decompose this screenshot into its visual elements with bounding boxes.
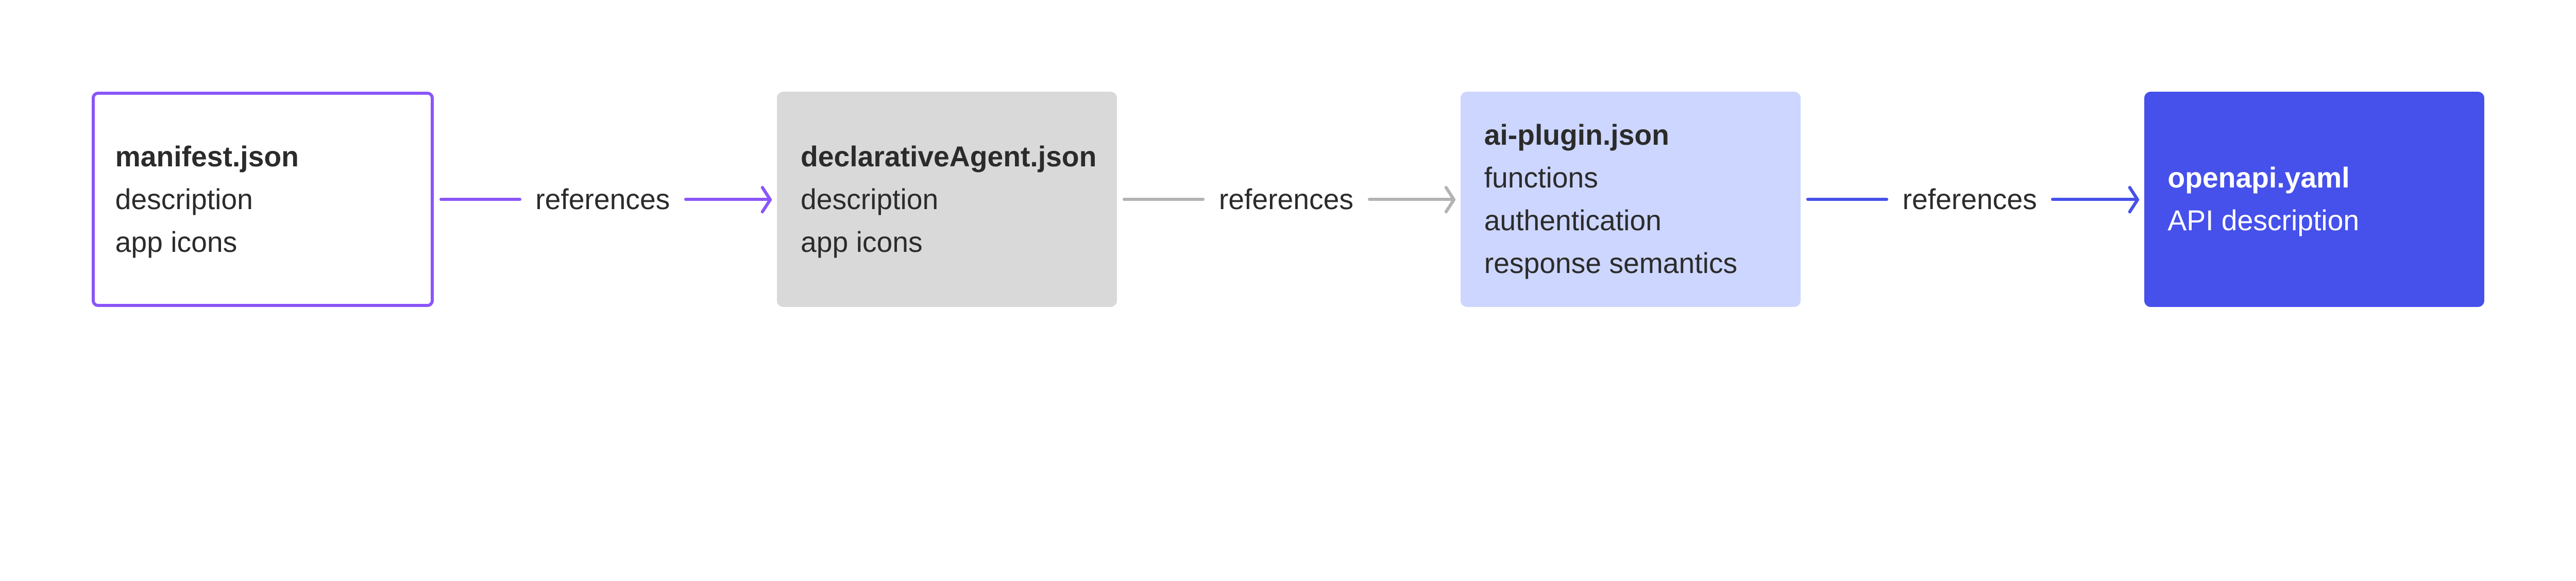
edge-line xyxy=(1367,198,1455,201)
node-declarative-agent-json: declarativeAgent.json description app ic… xyxy=(777,92,1117,307)
edge-label: references xyxy=(1218,183,1353,216)
edge-line xyxy=(2051,198,2139,201)
node-line: response semantics xyxy=(1484,247,1738,280)
node-title: openapi.yaml xyxy=(2167,162,2350,194)
node-line: API description xyxy=(2167,204,2360,237)
diagram: manifest.json description app icons refe… xyxy=(92,92,2485,307)
edge-label: references xyxy=(535,183,670,216)
node-line: description xyxy=(115,183,253,215)
edge-label: references xyxy=(1902,183,2037,216)
edge-plugin-to-openapi: references xyxy=(1801,92,2144,307)
node-manifest-json: manifest.json description app icons xyxy=(92,92,434,307)
node-line: authentication xyxy=(1484,204,1662,237)
node-title: declarativeAgent.json xyxy=(801,140,1097,173)
node-title: ai-plugin.json xyxy=(1484,119,1669,151)
node-line: description xyxy=(801,183,939,215)
node-line: app icons xyxy=(801,226,923,258)
node-openapi-yaml: openapi.yaml API description xyxy=(2144,92,2485,307)
node-line: functions xyxy=(1484,162,1598,194)
node-line: app icons xyxy=(115,226,238,258)
edge-line xyxy=(439,198,521,201)
edge-line xyxy=(1123,198,1205,201)
edge-agent-to-plugin: references xyxy=(1117,92,1461,307)
edge-line xyxy=(1806,198,1888,201)
node-ai-plugin-json: ai-plugin.json functions authentication … xyxy=(1461,92,1801,307)
edge-manifest-to-agent: references xyxy=(434,92,777,307)
node-title: manifest.json xyxy=(115,140,299,173)
edge-line xyxy=(684,198,771,201)
